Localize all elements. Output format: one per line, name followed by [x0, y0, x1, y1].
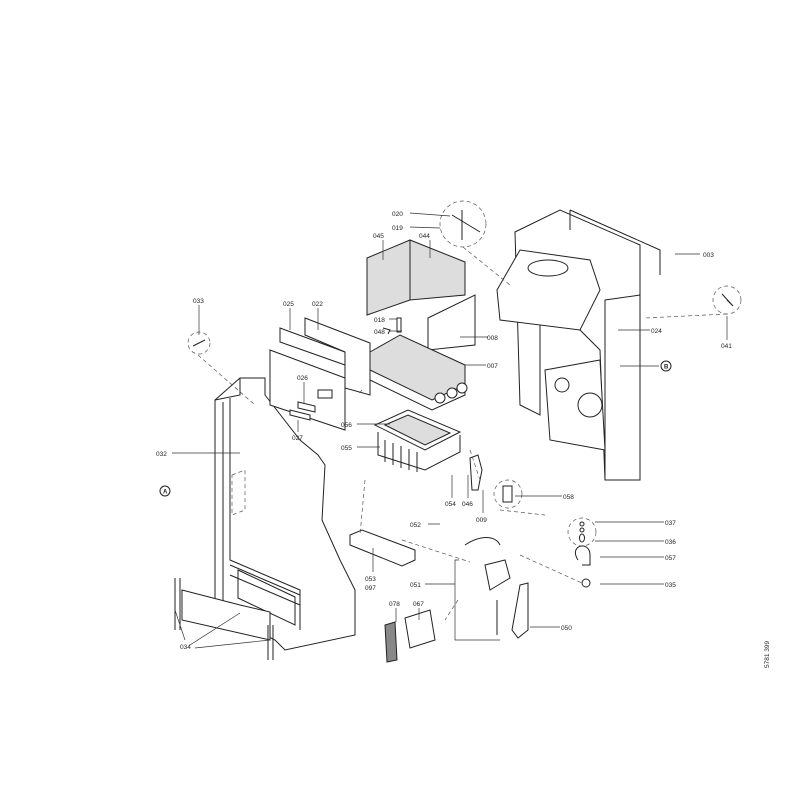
label-020: 020	[392, 211, 403, 218]
label-003: 003	[703, 252, 714, 259]
leader-lines	[172, 212, 728, 649]
label-048: 048	[374, 329, 385, 336]
manifold-053	[349, 529, 416, 567]
label-078: 078	[389, 601, 400, 608]
drawing-number: 5781 399	[764, 641, 771, 668]
label-051: 051	[410, 582, 421, 589]
gas-valve-051	[464, 537, 529, 639]
label-033: 033	[193, 298, 204, 305]
label-008: 008	[487, 335, 498, 342]
label-046: 046	[462, 501, 473, 508]
label-018: 018	[374, 317, 385, 324]
label-037: 037	[665, 520, 676, 527]
label-041: 041	[721, 343, 732, 350]
label-034: 034	[180, 644, 191, 651]
label-025: 025	[283, 301, 294, 308]
label-019: 019	[392, 225, 403, 232]
label-045: 045	[373, 233, 384, 240]
label-050: 050	[561, 625, 572, 632]
label-032: 032	[156, 451, 167, 458]
label-026: 026	[297, 375, 308, 382]
detail-circle-019-020	[439, 200, 487, 248]
callout-b: B	[664, 365, 669, 371]
thermocouple-057	[575, 545, 591, 566]
label-027: 027	[292, 435, 303, 442]
label-022: 022	[312, 301, 323, 308]
label-024: 024	[651, 328, 662, 335]
label-044: 044	[419, 233, 430, 240]
label-067: 067	[413, 601, 424, 608]
chassis-frame-024	[496, 209, 661, 481]
burner-055-056	[373, 409, 483, 491]
label-007: 007	[487, 363, 498, 370]
ignition-unit-067	[404, 609, 436, 649]
label-097: 097	[365, 585, 376, 592]
label-055: 055	[341, 445, 352, 452]
callout-b-circle	[660, 360, 672, 372]
detail-circle-058	[493, 479, 523, 509]
panels-025-022	[269, 317, 371, 431]
callout-a: A	[163, 490, 168, 496]
label-052: 052	[410, 522, 421, 529]
label-054: 054	[445, 501, 456, 508]
label-056: 056	[341, 422, 352, 429]
label-057: 057	[665, 555, 676, 562]
label-009: 009	[476, 517, 487, 524]
label-035: 035	[665, 582, 676, 589]
combustion-chamber-044-045	[366, 239, 476, 351]
cover-078	[384, 621, 398, 663]
front-casing-032	[174, 377, 356, 660]
label-058: 058	[563, 494, 574, 501]
label-053: 053	[365, 576, 376, 583]
heat-exchanger-007	[369, 317, 468, 411]
label-036: 036	[665, 539, 676, 546]
callout-a-circle	[159, 485, 171, 497]
